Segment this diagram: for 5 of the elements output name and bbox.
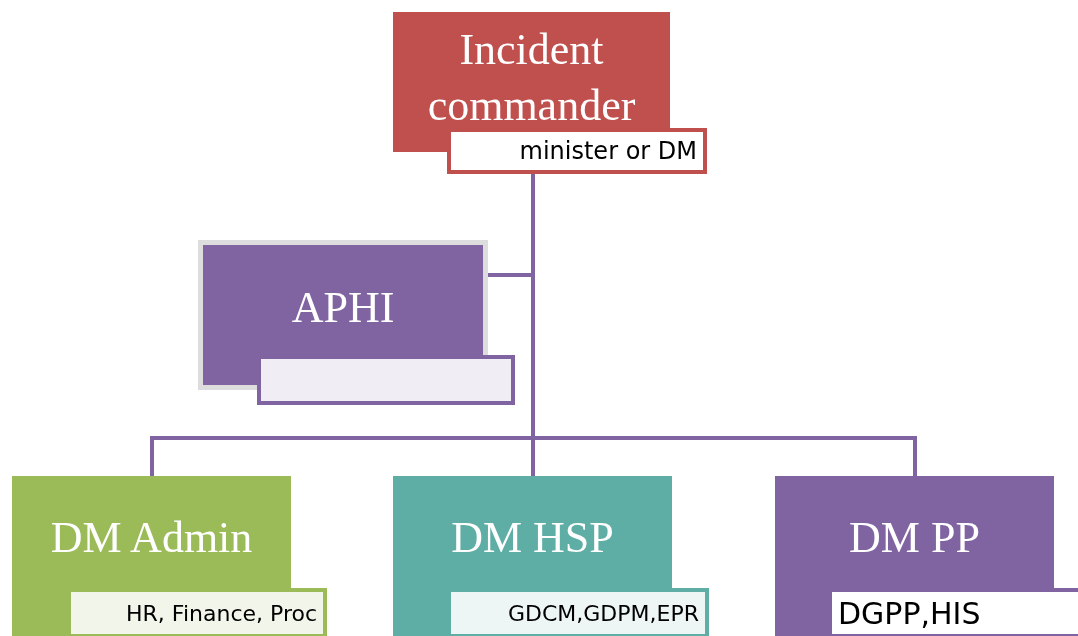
subtitle-label: minister or DM bbox=[447, 128, 707, 174]
role-title: DM HSP bbox=[451, 512, 614, 564]
role-title: DM Admin bbox=[50, 512, 253, 564]
role-title: APHI bbox=[291, 282, 395, 334]
role-title: DM PP bbox=[849, 512, 980, 564]
